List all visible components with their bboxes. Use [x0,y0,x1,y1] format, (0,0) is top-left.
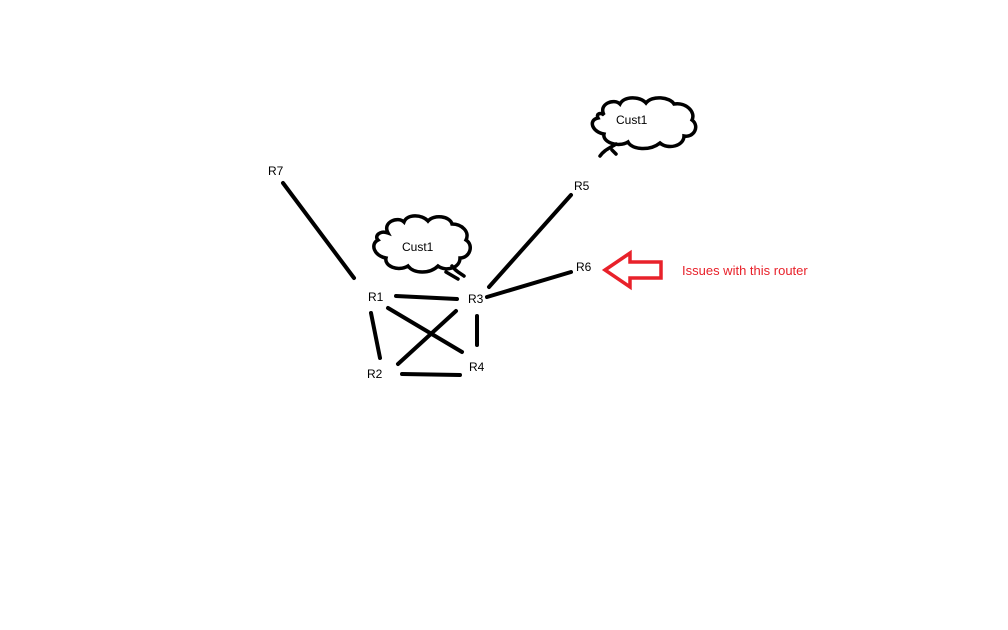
link-r1-r3 [394,294,459,301]
link-r1-r2 [369,311,382,360]
router-r4[interactable]: R4 [469,360,485,374]
links [281,181,573,377]
cloud-tail [444,264,466,281]
cloud-shape [372,214,472,274]
router-r5[interactable]: R5 [574,179,590,193]
cust1-cloud-near-r3: Cust1 [372,214,472,281]
link-r3-r5 [487,193,573,289]
router-r7[interactable]: R7 [268,164,284,178]
cloud-label: Cust1 [616,113,648,127]
link-r3-r6 [485,270,573,299]
router-labels: R7 R1 R3 R2 R4 R5 R6 [268,164,592,381]
router-r2[interactable]: R2 [367,367,383,381]
router-r1[interactable]: R1 [368,290,384,304]
cloud-label: Cust1 [402,240,434,254]
link-r3-r2 [396,309,458,366]
router-r6[interactable]: R6 [576,260,592,274]
link-r2-r4 [400,372,462,377]
cloud-tail [598,142,618,158]
router-r3[interactable]: R3 [468,292,484,306]
cust1-cloud-near-r5: Cust1 [590,96,698,158]
annotation-text: Issues with this router [682,263,808,278]
link-r1-r4 [386,306,464,354]
link-r7-r1 [281,181,356,280]
left-arrow-icon [601,249,663,291]
cloud-shape [590,96,698,151]
